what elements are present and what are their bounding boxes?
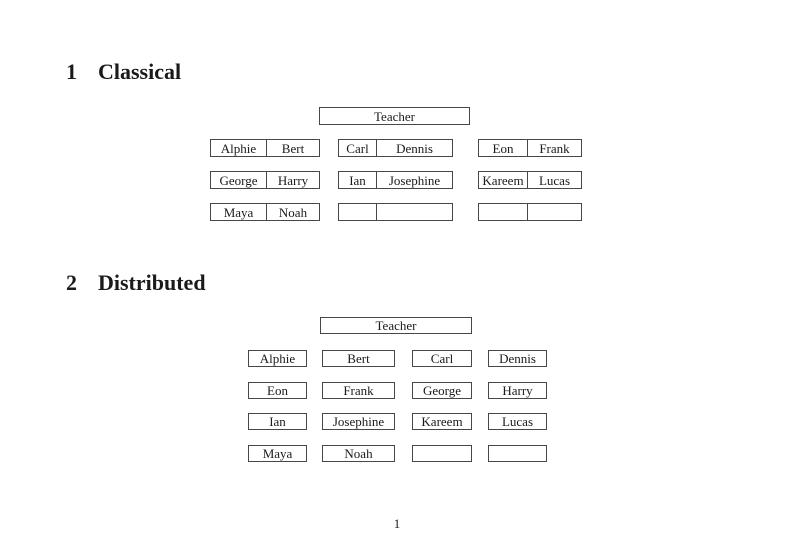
seat-box: Josephine bbox=[322, 413, 395, 430]
desk-box: Alphie Bert bbox=[210, 139, 320, 157]
seat-label: Carl bbox=[430, 351, 454, 366]
seat-cell bbox=[479, 204, 528, 220]
section-title: Distributed bbox=[98, 270, 206, 295]
seat-label: Bert bbox=[347, 351, 370, 366]
seat-cell: Maya bbox=[211, 204, 267, 220]
teacher-box-distributed: Teacher bbox=[320, 317, 472, 334]
seat-cell: Kareem bbox=[479, 172, 528, 188]
seat-label: Kareem bbox=[421, 414, 463, 429]
seat-cell: Josephine bbox=[388, 172, 441, 188]
seat-box: George bbox=[412, 382, 472, 399]
seat-cell: Carl bbox=[339, 140, 377, 156]
desk-box-empty bbox=[338, 203, 453, 221]
seat-cell: George bbox=[211, 172, 267, 188]
seat-label: Eon bbox=[267, 383, 288, 398]
seat-box-empty bbox=[412, 445, 472, 462]
seat-box: Alphie bbox=[248, 350, 307, 367]
teacher-label: Teacher bbox=[375, 318, 417, 333]
seat-label: Josephine bbox=[332, 414, 385, 429]
section-heading-classical: 1 Classical bbox=[66, 61, 181, 83]
seat-box: Dennis bbox=[488, 350, 547, 367]
seat-cell: Harry bbox=[277, 172, 309, 188]
seat-cell: Lucas bbox=[538, 172, 571, 188]
page-number: 1 bbox=[393, 516, 401, 531]
desk-box: Maya Noah bbox=[210, 203, 320, 221]
teacher-box-classical: Teacher bbox=[319, 107, 470, 125]
seat-box: Maya bbox=[248, 445, 307, 462]
section-number: 2 bbox=[66, 270, 77, 295]
seat-label: Maya bbox=[262, 446, 293, 461]
desk-box: Kareem Lucas bbox=[478, 171, 582, 189]
seat-box: Frank bbox=[322, 382, 395, 399]
seat-label: Alphie bbox=[259, 351, 296, 366]
seat-label: Lucas bbox=[501, 414, 534, 429]
desk-box: Eon Frank bbox=[478, 139, 582, 157]
desk-box: George Harry bbox=[210, 171, 320, 189]
desk-box-empty bbox=[478, 203, 582, 221]
section-heading-distributed: 2 Distributed bbox=[66, 272, 206, 294]
seat-cell: Frank bbox=[539, 140, 570, 156]
seat-box: Harry bbox=[488, 382, 547, 399]
seat-label: Noah bbox=[344, 446, 373, 461]
seat-label: Dennis bbox=[499, 351, 536, 366]
seat-cell bbox=[339, 204, 377, 220]
seat-label: Ian bbox=[269, 414, 286, 429]
seat-label: Harry bbox=[502, 383, 533, 398]
section-number: 1 bbox=[66, 59, 77, 84]
seat-box: Noah bbox=[322, 445, 395, 462]
seat-label: George bbox=[422, 383, 462, 398]
seat-cell: Noah bbox=[278, 204, 308, 220]
seat-label: Frank bbox=[343, 383, 374, 398]
desk-box: Carl Dennis bbox=[338, 139, 453, 157]
desk-box: Ian Josephine bbox=[338, 171, 453, 189]
teacher-label: Teacher bbox=[374, 108, 415, 124]
seat-cell: Eon bbox=[479, 140, 528, 156]
seat-cell: Bert bbox=[281, 140, 305, 156]
seat-box: Carl bbox=[412, 350, 472, 367]
seat-cell: Ian bbox=[339, 172, 377, 188]
seat-box-empty bbox=[488, 445, 547, 462]
seat-box: Ian bbox=[248, 413, 307, 430]
seat-box: Bert bbox=[322, 350, 395, 367]
seat-box: Lucas bbox=[488, 413, 547, 430]
seat-box: Kareem bbox=[412, 413, 472, 430]
seat-cell bbox=[377, 204, 452, 220]
seat-cell bbox=[528, 204, 581, 220]
section-title: Classical bbox=[98, 59, 182, 84]
seat-box: Eon bbox=[248, 382, 307, 399]
seat-cell: Alphie bbox=[211, 140, 267, 156]
seat-cell: Dennis bbox=[396, 140, 433, 156]
